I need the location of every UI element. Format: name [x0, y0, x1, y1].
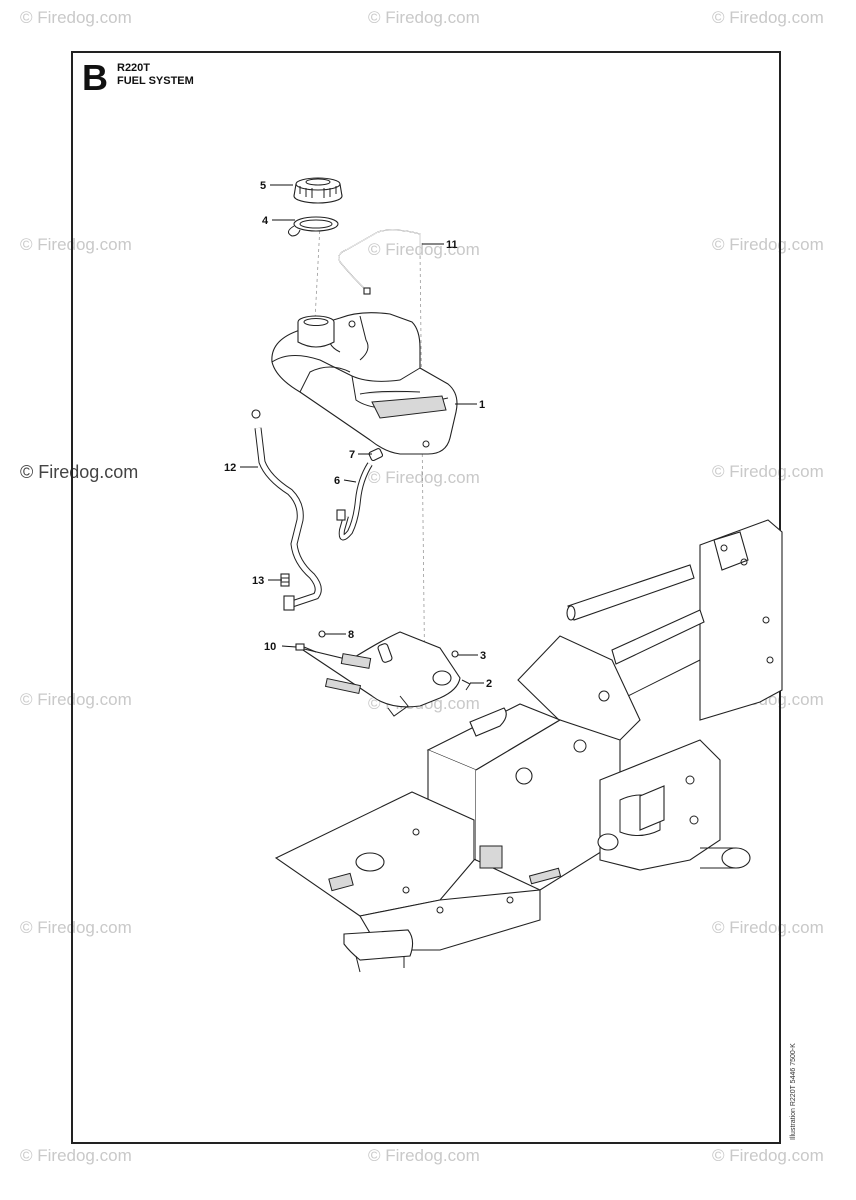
watermark: © Firedog.com	[712, 235, 824, 254]
nut-part[interactable]	[451, 650, 459, 658]
fuel-hose-part[interactable]	[251, 409, 322, 611]
callout-5[interactable]: 5	[260, 180, 266, 192]
watermark: © Firedog.com	[20, 690, 132, 709]
watermark: © Firedog.com	[368, 1146, 480, 1165]
tractor-frame	[274, 519, 783, 973]
vent-tube-part[interactable]	[338, 229, 421, 295]
callout-10[interactable]: 10	[264, 641, 276, 653]
short-hose-part[interactable]	[336, 462, 373, 541]
watermark: © Firedog.com	[712, 918, 824, 937]
watermark: © Firedog.com	[368, 468, 480, 487]
callout-2[interactable]: 2	[486, 678, 492, 690]
watermark: © Firedog.com	[712, 8, 824, 27]
watermark: © Firedog.com	[712, 462, 824, 481]
callout-11[interactable]: 11	[446, 239, 458, 251]
watermark: © Firedog.com	[20, 8, 132, 27]
watermark: © Firedog.com	[368, 240, 480, 259]
callout-13[interactable]: 13	[252, 575, 264, 587]
model-code: R220T	[117, 62, 151, 74]
fuel-filter-part[interactable]	[280, 573, 290, 587]
callout-3[interactable]: 3	[480, 650, 486, 662]
watermark: © Firedog.com	[368, 8, 480, 27]
leader-lines	[240, 184, 484, 684]
clip-part[interactable]	[461, 679, 471, 691]
hose-fitting-part[interactable]	[368, 448, 384, 462]
callout-8[interactable]: 8	[348, 629, 354, 641]
section-title: FUEL SYSTEM	[117, 75, 194, 87]
tank-bracket-part[interactable]	[299, 631, 461, 717]
fuel-cap-part[interactable]	[293, 177, 343, 204]
watermark: © Firedog.com	[20, 462, 139, 482]
section-letter: B	[82, 57, 108, 98]
callout-7[interactable]: 7	[349, 449, 355, 461]
watermark: © Firedog.com	[20, 1146, 132, 1165]
watermark: © Firedog.com	[712, 1146, 824, 1165]
callout-4[interactable]: 4	[262, 215, 269, 227]
callout-1[interactable]: 1	[479, 399, 485, 411]
fuel-tank-part[interactable]	[271, 312, 458, 455]
watermark: © Firedog.com	[20, 235, 132, 254]
watermark: © Firedog.com	[20, 918, 132, 937]
filler-ring-part[interactable]	[288, 216, 339, 237]
bolt-part[interactable]	[318, 630, 326, 638]
callout-6[interactable]: 6	[334, 475, 340, 487]
callout-12[interactable]: 12	[224, 462, 236, 474]
